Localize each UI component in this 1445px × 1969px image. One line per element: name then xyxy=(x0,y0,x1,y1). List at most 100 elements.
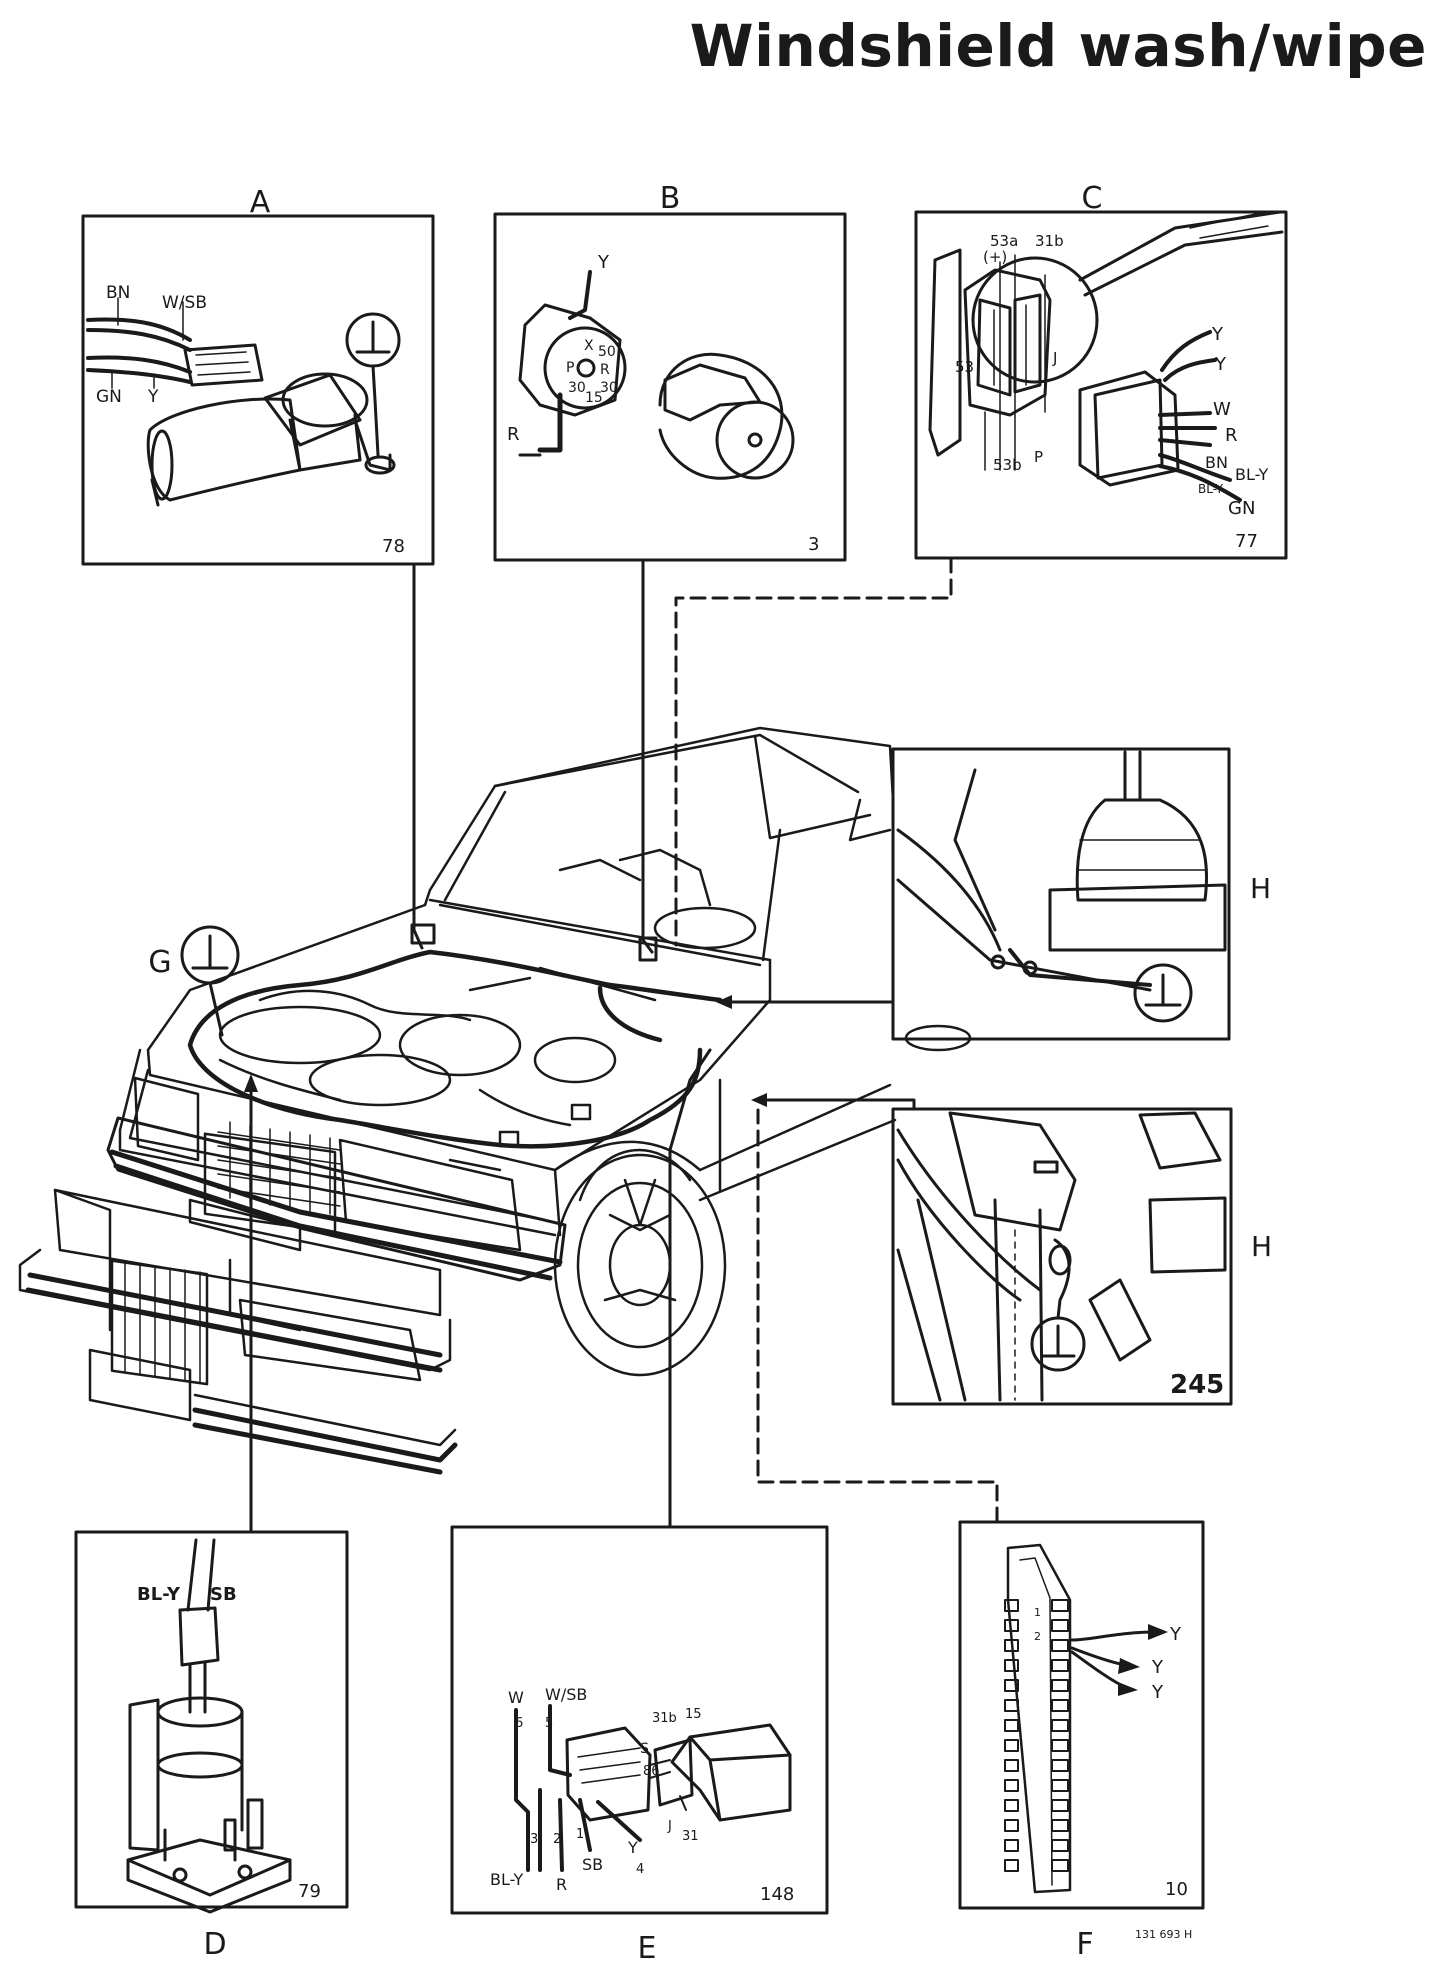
wire-label: BN xyxy=(1205,453,1228,472)
panel-c-wiper-switch xyxy=(928,210,1284,502)
panel-h1-gear-lever xyxy=(896,750,1227,992)
terminal-label: (+) xyxy=(983,248,1007,266)
terminal-tab xyxy=(1051,1599,1069,1612)
wire-label: R xyxy=(556,1875,567,1894)
wire-label: Y xyxy=(1211,324,1224,345)
panel-h2-letter: H xyxy=(1251,1230,1272,1263)
terminal-tab xyxy=(1051,1779,1069,1792)
pin-label: 3 xyxy=(530,1832,538,1847)
terminal-label: 53b xyxy=(993,456,1022,474)
wire-label: R xyxy=(1225,425,1238,446)
wire-label: BL-Y xyxy=(1235,465,1268,484)
panel-d-number: 79 xyxy=(298,1881,321,1902)
panel-e-number: 148 xyxy=(760,1884,794,1905)
terminal-tab xyxy=(1051,1659,1069,1672)
panel-e-relay xyxy=(514,1704,792,1872)
terminal-tab xyxy=(1004,1619,1019,1632)
wire-label: W xyxy=(1213,399,1231,420)
terminal-tab xyxy=(1051,1739,1069,1752)
terminal-label: 53 xyxy=(955,358,974,376)
terminal-label: 15 xyxy=(685,1707,702,1722)
leader-h2 xyxy=(753,1098,916,1111)
terminal-tab xyxy=(1051,1859,1069,1872)
terminal-label: S xyxy=(640,1741,649,1757)
panel-b-letter: B xyxy=(660,181,681,216)
ground-g-letter: G xyxy=(148,945,171,980)
pin-label: 2 xyxy=(1034,1630,1041,1643)
panel-h2-number: 245 xyxy=(1170,1370,1224,1400)
panel-h1-letter: H xyxy=(1250,872,1271,905)
panel-f-number: 10 xyxy=(1165,1879,1188,1900)
panel-f-terminals xyxy=(1004,1599,1069,1872)
wire-label: W/SB xyxy=(162,293,207,313)
terminal-label: P xyxy=(566,360,574,376)
terminal-label: J xyxy=(1052,349,1057,367)
panel-h1-frame xyxy=(891,747,1231,1041)
terminal-tab xyxy=(1051,1699,1069,1712)
pin-label: 1 xyxy=(1034,1606,1041,1619)
terminal-label: 15 xyxy=(585,390,603,406)
leader-f-dashed xyxy=(756,1108,999,1524)
terminal-tab xyxy=(1051,1639,1069,1652)
panel-e-letter: E xyxy=(638,1931,657,1966)
ground-icon xyxy=(1133,963,1193,1023)
page-title: Windshield wash/wipe xyxy=(689,12,1427,80)
panel-d-frame xyxy=(74,1530,349,1909)
terminal-label: 86 xyxy=(643,1764,660,1779)
terminal-tab xyxy=(1004,1839,1019,1852)
panel-h2-steering-column xyxy=(896,1111,1227,1402)
wire-label: R xyxy=(507,424,520,445)
terminal-tab xyxy=(1051,1819,1069,1832)
terminal-tab xyxy=(1004,1759,1019,1772)
terminal-tab xyxy=(1004,1819,1019,1832)
terminal-tab xyxy=(1004,1699,1019,1712)
panel-f-frame xyxy=(958,1520,1205,1910)
terminal-label: 30 xyxy=(600,380,618,396)
terminal-label: R xyxy=(600,362,610,378)
terminal-tab xyxy=(1004,1599,1019,1612)
leader-b xyxy=(641,558,654,954)
pin-label: 2 xyxy=(553,1832,561,1847)
wire-label: SB xyxy=(582,1855,603,1874)
terminal-tab xyxy=(1051,1619,1069,1632)
panel-f-wires xyxy=(1070,1630,1157,1689)
panel-c-letter: C xyxy=(1082,181,1103,216)
car-illustration xyxy=(18,726,972,1475)
pin-label: 6 xyxy=(515,1716,523,1731)
pin-label: 4 xyxy=(636,1862,644,1877)
terminal-tab xyxy=(1051,1719,1069,1732)
wire-label: Y xyxy=(1151,1657,1164,1678)
terminal-label: P xyxy=(1034,448,1043,466)
terminal-label: 53a xyxy=(990,232,1018,250)
terminal-tab xyxy=(1004,1799,1019,1812)
wire-label: Y xyxy=(1151,1682,1164,1703)
panel-h2-frame xyxy=(891,1107,1233,1406)
wire-label: GN xyxy=(1228,498,1255,519)
terminal-label: 31b xyxy=(1035,232,1064,250)
wire-label: SB xyxy=(210,1584,237,1605)
panel-frames xyxy=(74,210,1288,1915)
wire-label: Y xyxy=(597,252,610,273)
terminal-tab xyxy=(1004,1779,1019,1792)
terminal-tab xyxy=(1004,1859,1019,1872)
panel-c-number: 77 xyxy=(1235,531,1258,552)
terminal-tab xyxy=(1004,1679,1019,1692)
panel-a-letter: A xyxy=(250,185,271,220)
terminal-label: 31 xyxy=(682,1829,699,1844)
pin-label: 1 xyxy=(576,1827,584,1842)
labels: A B C H H G D E F 78 3 77 245 79 148 10 … xyxy=(96,181,1272,1966)
panel-a-wiper-motor xyxy=(86,297,396,507)
wire-label: BL-Y xyxy=(490,1870,523,1889)
panel-e-frame xyxy=(450,1525,829,1915)
terminal-tab xyxy=(1004,1719,1019,1732)
pin-label: 5 xyxy=(545,1716,553,1731)
terminal-label: 50 xyxy=(598,344,616,360)
panel-f-arrows xyxy=(1118,1624,1168,1696)
panel-a-number: 78 xyxy=(382,536,405,557)
leader-lines xyxy=(249,556,999,1534)
leader-e xyxy=(668,1048,712,1529)
wire-label: Y xyxy=(627,1838,638,1857)
terminal-label: X xyxy=(584,338,594,354)
terminal-tab xyxy=(1051,1839,1069,1852)
